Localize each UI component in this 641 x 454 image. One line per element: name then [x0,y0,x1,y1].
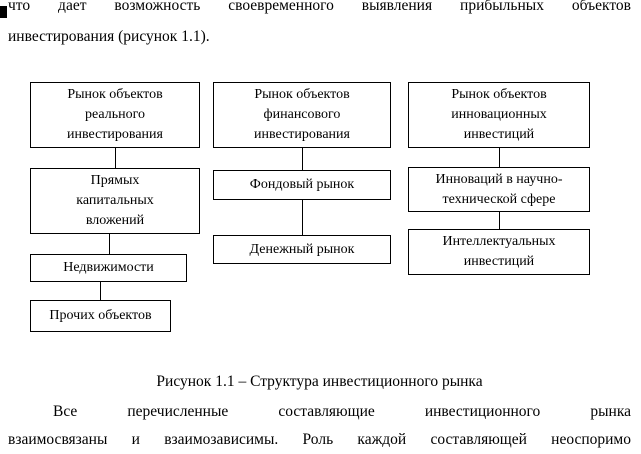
diagram-box: Рынок объектов финансового инвестировани… [213,82,391,148]
paragraph-body-line-2: взаимосвязаны и взаимозависимы. Роль каж… [8,431,631,448]
paragraph-body-line-1: Все перечисленные составляющие инвестици… [53,403,631,420]
diagram-box: Рынок объектов реального инвестирования [30,82,200,148]
connector-line [302,200,303,235]
connector-line [115,148,116,168]
diagram-column-financial-investment-market: Рынок объектов финансового инвестировани… [213,82,391,352]
diagram-box: Денежный рынок [213,235,391,264]
connector-line [302,148,303,170]
diagram-box: Рынок объектов инновационных инвестиций [408,82,590,148]
connector-line [109,234,110,254]
connector-line [499,148,500,167]
paragraph-intro-line-2: инвестирования (рисунок 1.1). [8,28,210,45]
diagram-box: Фондовый рынок [213,170,391,200]
diagram-column-innovation-investment-market: Рынок объектов инновационных инвестиций … [408,82,590,352]
figure-caption: Рисунок 1.1 – Структура инвестиционного … [156,373,483,390]
diagram-box: Прочих объектов [30,300,171,332]
diagram-box: Прямых капитальных вложений [30,168,200,234]
diagram-column-real-investment-market: Рынок объектов реального инвестирования … [30,82,200,352]
figure-1-1-diagram: Рынок объектов реального инвестирования … [0,82,641,352]
diagram-box: Интеллектуальных инвестиций [408,229,590,275]
diagram-box: Недвижимости [30,254,187,282]
paragraph-intro-line-1: что дает возможность своевременного выяв… [8,0,631,14]
diagram-box: Инноваций в научно- технической сфере [408,167,590,212]
scan-artifact [0,6,7,18]
connector-line [100,282,101,300]
connector-line [499,212,500,229]
